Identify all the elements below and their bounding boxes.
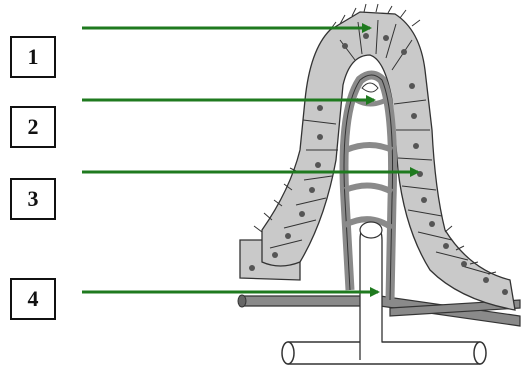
lymph-vessel-base (282, 342, 486, 364)
label-box-3: 3 (10, 178, 56, 220)
label-box-2: 2 (10, 106, 56, 148)
label-1-text: 1 (28, 44, 39, 70)
label-2-text: 2 (28, 114, 39, 140)
label-3-text: 3 (28, 186, 39, 212)
label-4-text: 4 (28, 286, 39, 312)
label-box-1: 1 (10, 36, 56, 78)
label-box-4: 4 (10, 278, 56, 320)
